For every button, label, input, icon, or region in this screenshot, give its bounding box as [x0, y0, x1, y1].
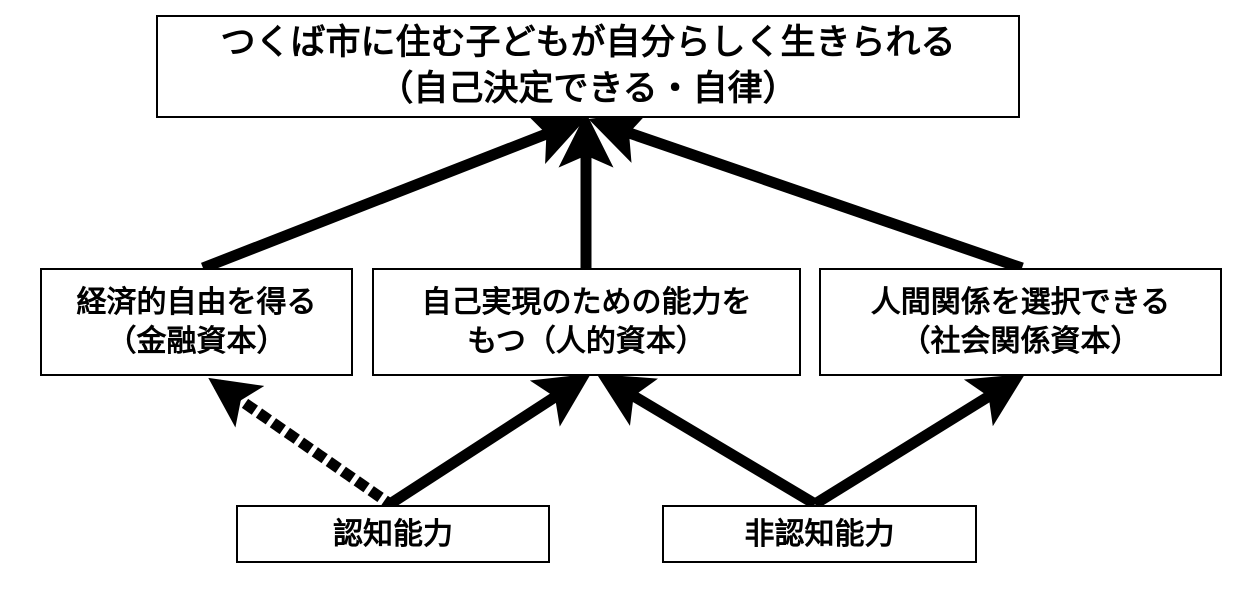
node-social-capital-label: 人間関係を選択できる （社会関係資本）	[870, 285, 1171, 359]
edge-noncognitive-to-social	[812, 373, 1026, 509]
node-goal: つくば市に住む子どもが自分らしく生きられる （自己決定できる・自律）	[156, 15, 1020, 118]
node-human-capital-label: 自己実現のための能力を もつ（人的資本）	[421, 285, 752, 359]
node-goal-label: つくば市に住む子どもが自分らしく生きられる （自己決定できる・自律）	[220, 23, 956, 109]
edge-cognitive-to-financial	[208, 377, 398, 512]
node-cognitive-ability-label: 認知能力	[333, 516, 453, 552]
edge-financial-to-goal	[201, 112, 587, 274]
edge-noncognitive-to-human	[596, 374, 818, 509]
node-noncognitive-ability-label: 非認知能力	[744, 516, 895, 552]
node-financial-capital-label: 経済的自由を得る （金融資本）	[76, 285, 317, 359]
node-noncognitive-ability: 非認知能力	[662, 505, 977, 563]
edge-cognitive-to-human	[387, 373, 591, 509]
node-cognitive-ability: 認知能力	[236, 505, 550, 563]
node-human-capital: 自己実現のための能力を もつ（人的資本）	[372, 268, 801, 376]
node-social-capital: 人間関係を選択できる （社会関係資本）	[819, 268, 1222, 376]
edge-social-to-goal	[588, 110, 1024, 274]
node-financial-capital: 経済的自由を得る （金融資本）	[40, 268, 353, 376]
